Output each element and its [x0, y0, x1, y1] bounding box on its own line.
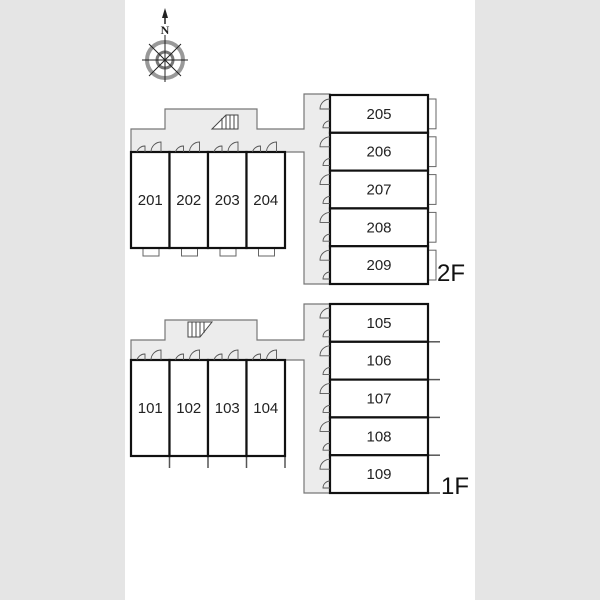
unit-206[interactable]: 206 [319, 131, 437, 172]
unit-107[interactable]: 107 [319, 378, 440, 419]
unit-number: 206 [366, 144, 391, 161]
unit-number: 204 [253, 192, 278, 209]
unit-number: 208 [366, 219, 391, 236]
balcony [427, 174, 437, 205]
floor-label: 2F [437, 260, 465, 287]
balcony [427, 249, 437, 281]
door-icon [319, 98, 331, 129]
unit-203[interactable]: 203 [206, 141, 248, 257]
balcony [181, 247, 198, 257]
unit-207[interactable]: 207 [319, 169, 437, 210]
door-icon [175, 141, 200, 153]
unit-204[interactable]: 204 [245, 141, 287, 257]
door-icon [319, 420, 331, 451]
unit-number: 107 [366, 391, 391, 408]
compass-icon: N [142, 8, 188, 82]
unit-number: 105 [366, 315, 391, 332]
unit-number: 106 [366, 353, 391, 370]
door-icon [319, 249, 331, 280]
unit-104[interactable]: 104 [245, 349, 287, 468]
balcony [258, 247, 275, 257]
unit-number: 201 [138, 192, 163, 209]
unit-105[interactable]: 105 [319, 302, 440, 343]
unit-number: 102 [176, 400, 201, 417]
corridor [130, 303, 331, 494]
door-icon [136, 141, 162, 153]
door-icon [175, 349, 200, 361]
unit-102[interactable]: 102 [168, 349, 210, 468]
balcony [427, 211, 437, 243]
stairs-icon [187, 321, 214, 338]
balcony [142, 247, 160, 257]
compass-north-label: N [161, 23, 170, 37]
door-icon [213, 141, 239, 153]
unit-number: 108 [366, 428, 391, 445]
door-icon [319, 211, 331, 242]
door-icon [252, 141, 277, 153]
unit-number: 209 [366, 257, 391, 274]
unit-109[interactable]: 109 [319, 454, 440, 495]
unit-108[interactable]: 108 [319, 416, 440, 457]
unit-208[interactable]: 208 [319, 207, 437, 248]
balcony [219, 247, 237, 257]
unit-number: 205 [366, 106, 391, 123]
unit-209[interactable]: 209 [319, 245, 437, 286]
door-icon [213, 349, 239, 361]
door-icon [319, 307, 331, 338]
floor-2f: 201 202 203 204 205 206 207 208 209 2F [129, 93, 465, 287]
door-icon [319, 174, 331, 204]
door-icon [136, 349, 162, 361]
corridor [130, 93, 331, 285]
unit-number: 203 [215, 192, 240, 209]
door-icon [319, 383, 331, 413]
stairs-icon [210, 114, 239, 130]
door-icon [252, 349, 277, 361]
unit-number: 109 [366, 466, 391, 483]
unit-number: 103 [215, 400, 240, 417]
balcony [427, 136, 437, 168]
unit-106[interactable]: 106 [319, 340, 440, 381]
unit-205[interactable]: 205 [319, 93, 437, 134]
floor-1f: 101 102 103 104 105 106 107 108 109 1F [129, 302, 469, 500]
balcony [427, 98, 437, 130]
unit-103[interactable]: 103 [206, 349, 248, 468]
unit-101[interactable]: 101 [129, 349, 171, 468]
unit-202[interactable]: 202 [168, 141, 210, 257]
door-icon [319, 136, 331, 167]
floor-label: 1F [441, 473, 469, 500]
unit-number: 101 [138, 400, 163, 417]
door-icon [319, 345, 331, 376]
unit-number: 207 [366, 182, 391, 199]
unit-number: 104 [253, 400, 278, 417]
unit-201[interactable]: 201 [129, 141, 171, 257]
unit-number: 202 [176, 192, 201, 209]
door-icon [319, 458, 331, 489]
